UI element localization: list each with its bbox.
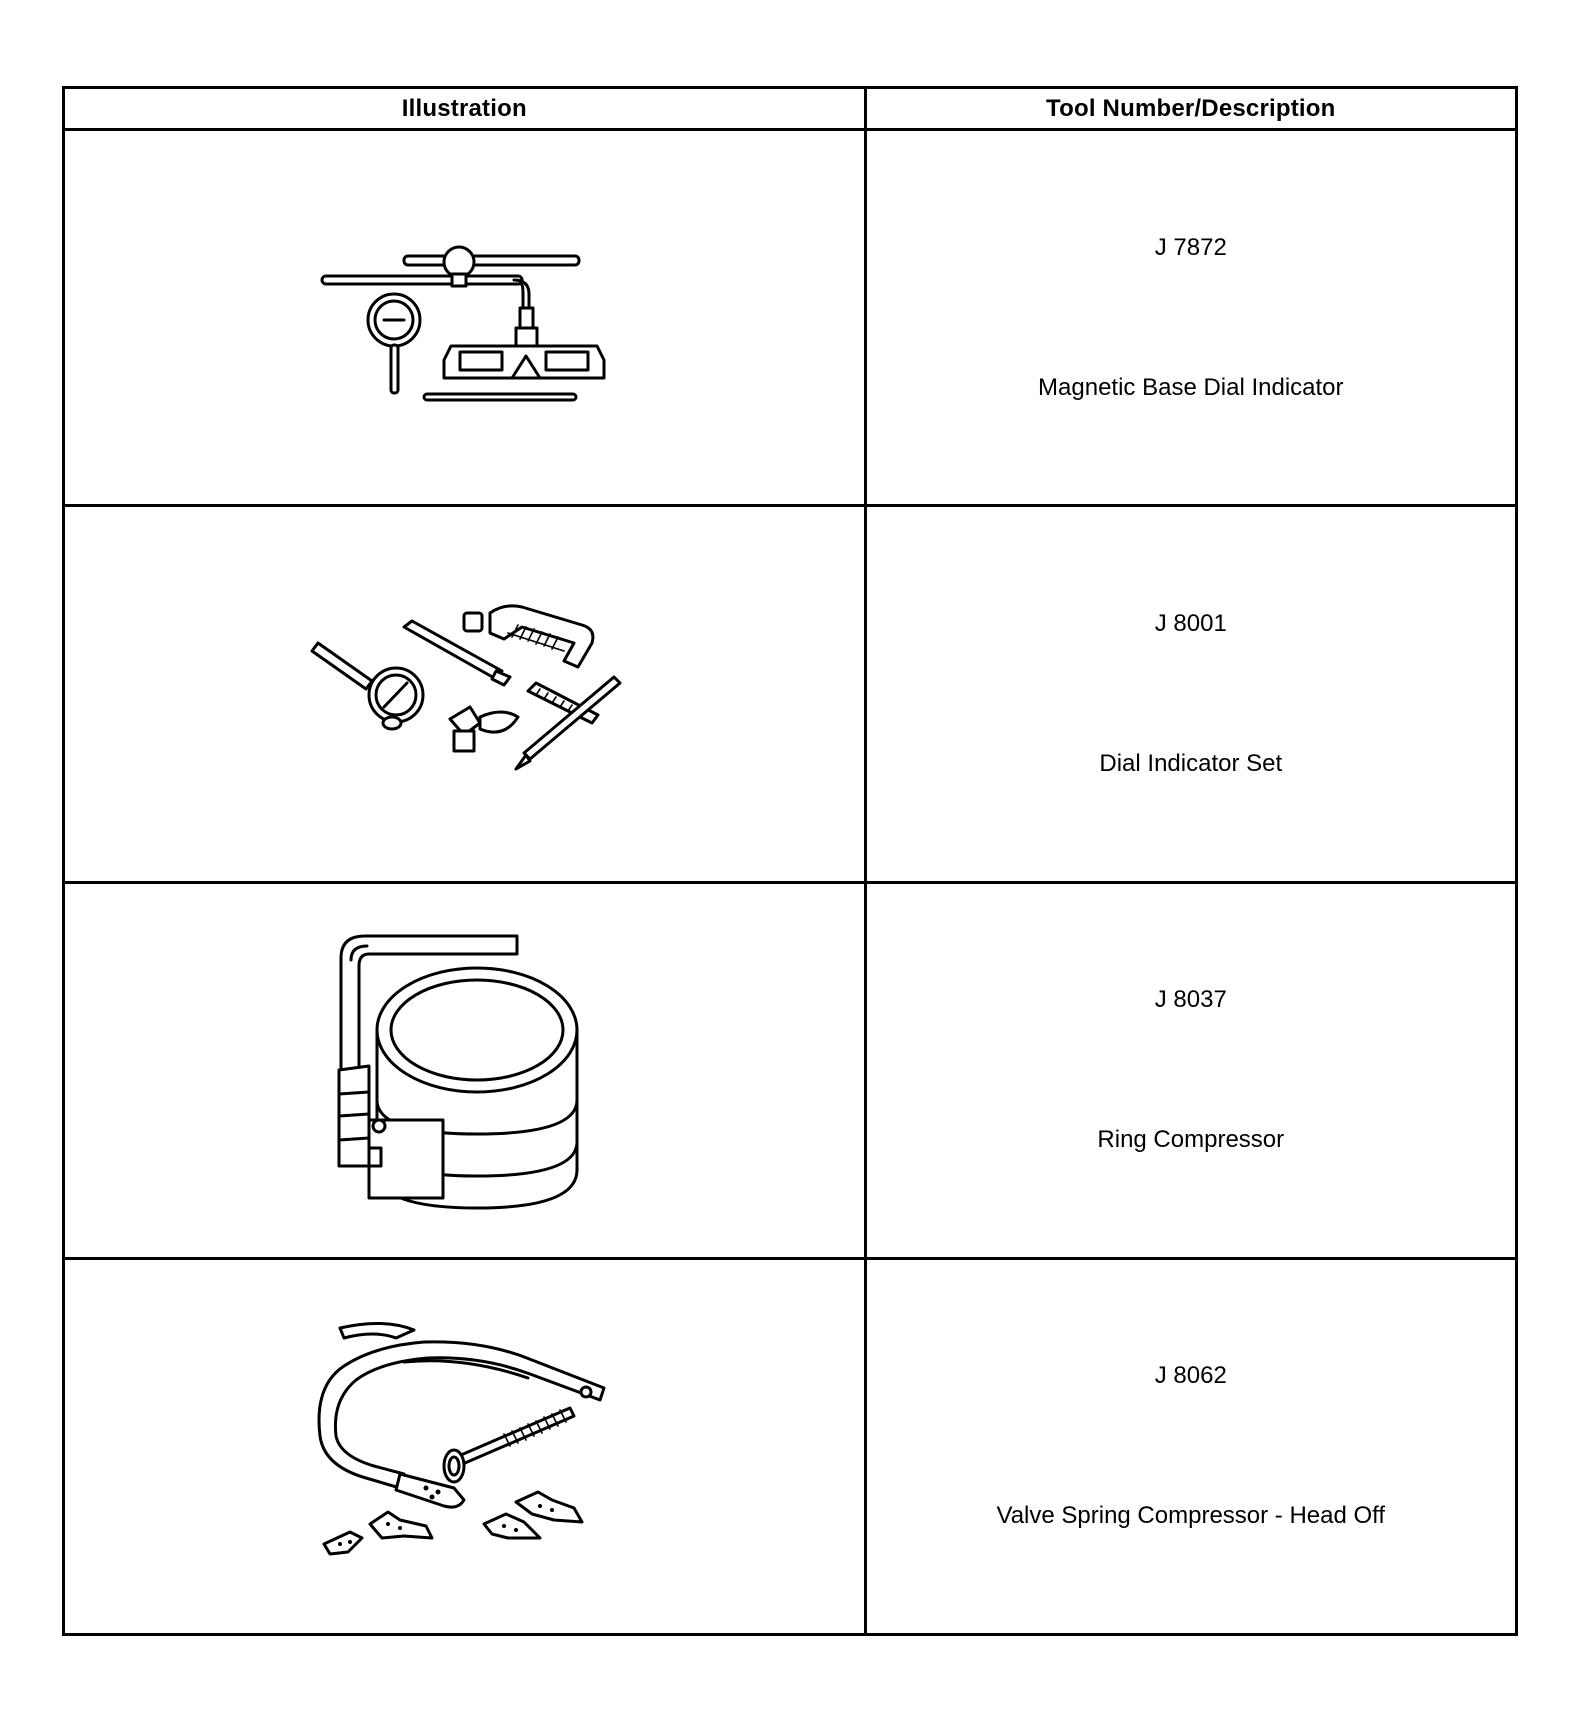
tool-number: J 8001 <box>1154 609 1227 637</box>
table-row: J 8037 Ring Compressor <box>62 880 1519 1260</box>
tool-description-cell: J 7872 Magnetic Base Dial Indicator <box>863 127 1519 508</box>
table-row: J 7872 Magnetic Base Dial Indicator <box>62 127 1519 508</box>
tool-number: J 8062 <box>1154 1362 1227 1390</box>
special-tools-table: Illustration Tool Number/Description <box>62 86 1519 1637</box>
magnetic-base-dial-indicator-illustration <box>320 245 606 402</box>
illustration-cell <box>62 504 867 884</box>
tool-description-cell: J 8001 Dial Indicator Set <box>863 504 1519 884</box>
illustration-column-header: Illustration <box>62 86 867 131</box>
tool-description-cell: J 8062 Valve Spring Compressor - Head Of… <box>863 1256 1519 1637</box>
valve-spring-compressor-illustration <box>317 1322 606 1556</box>
tool-description: Valve Spring Compressor - Head Off <box>996 1502 1386 1530</box>
ring-compressor-illustration <box>337 934 579 1210</box>
illustration-cell <box>62 880 867 1260</box>
tool-description-cell: J 8037 Ring Compressor <box>863 880 1519 1260</box>
illustration-cell <box>62 1256 867 1637</box>
tool-number: J 7872 <box>1154 233 1227 261</box>
dial-indicator-set-illustration <box>310 604 622 771</box>
tool-column-header: Tool Number/Description <box>863 86 1519 131</box>
tool-description: Ring Compressor <box>1097 1126 1285 1154</box>
tool-number: J 8037 <box>1154 986 1227 1014</box>
tool-description: Dial Indicator Set <box>1099 749 1283 777</box>
table-row: J 8001 Dial Indicator Set <box>62 504 1519 884</box>
table-row: J 8062 Valve Spring Compressor - Head Of… <box>62 1256 1519 1637</box>
header-row: Illustration Tool Number/Description <box>62 86 1519 131</box>
illustration-cell <box>62 127 867 508</box>
tool-description: Magnetic Base Dial Indicator <box>1038 373 1344 401</box>
